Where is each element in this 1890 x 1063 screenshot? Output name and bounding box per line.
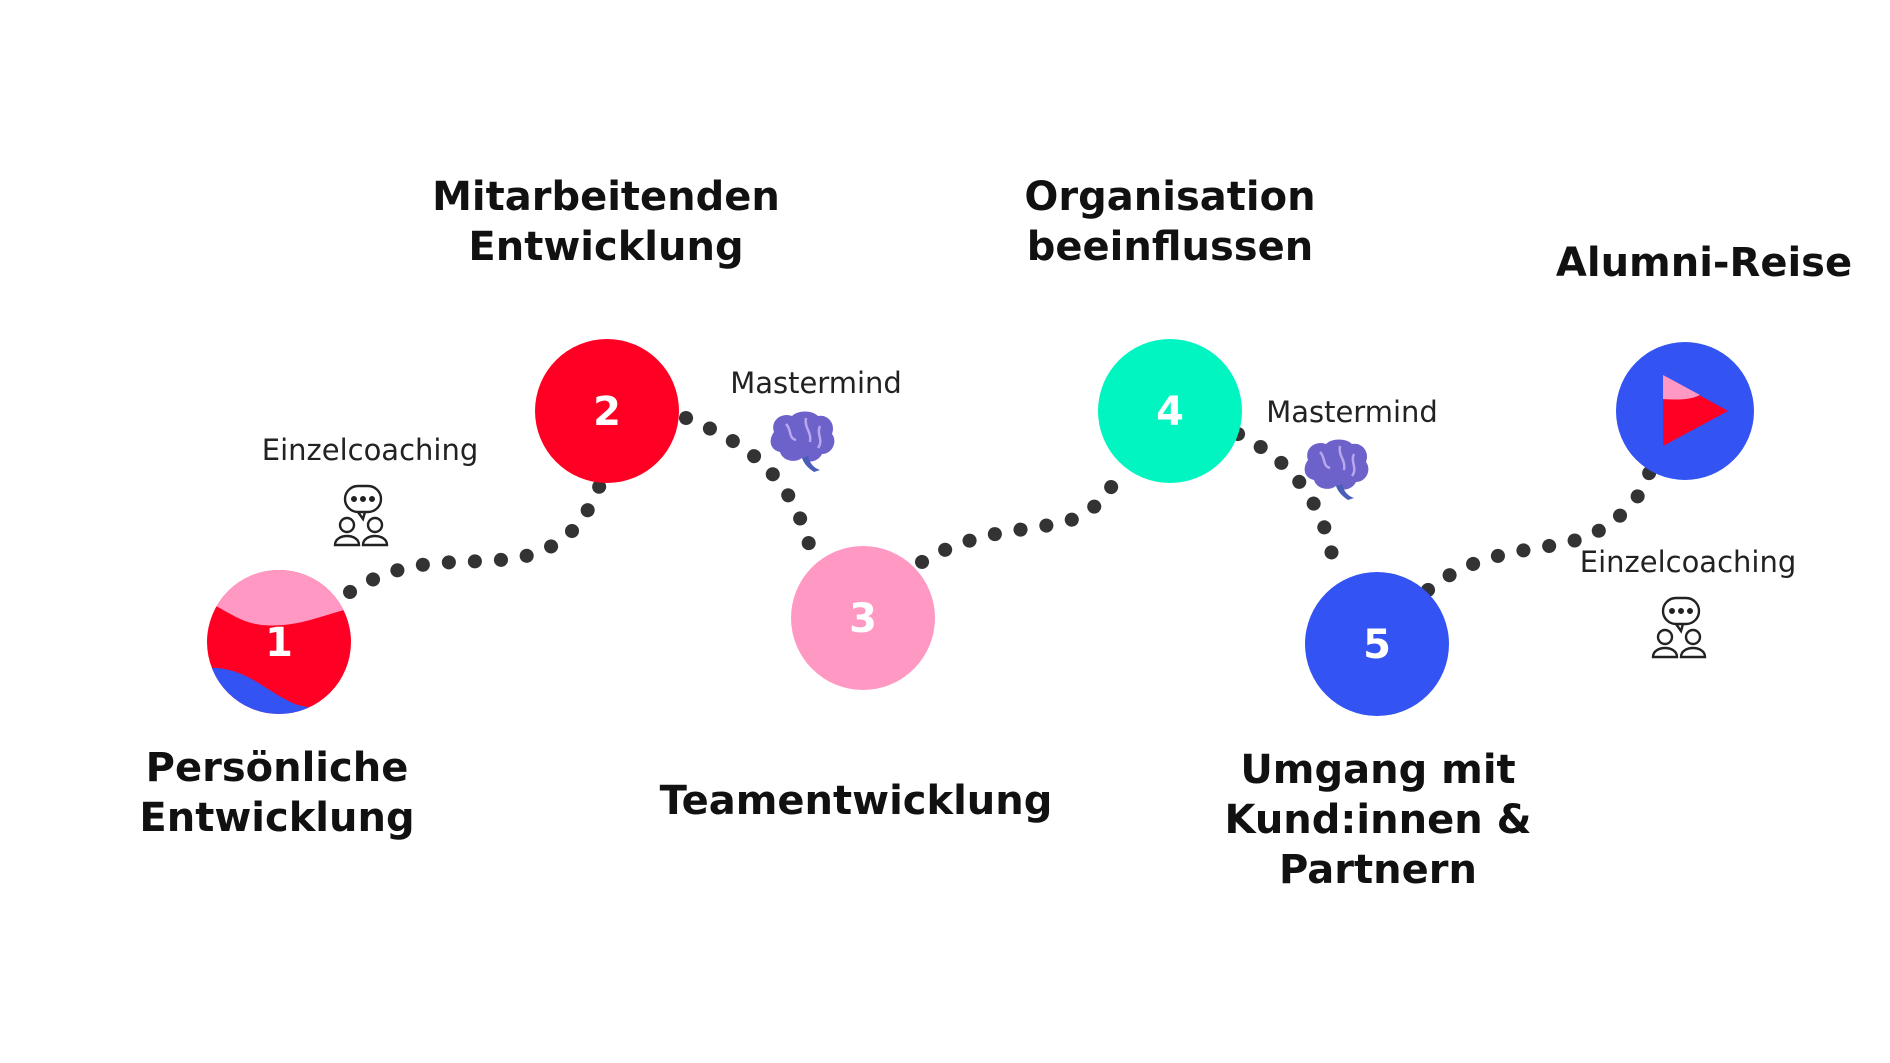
step-number: 2	[593, 389, 621, 435]
step-number: 4	[1156, 389, 1184, 435]
step-3-circle: 3	[791, 546, 935, 690]
connector-label-einzelcoaching: Einzelcoaching	[1579, 545, 1797, 579]
play-logo-icon	[1663, 375, 1728, 446]
title-line: Partnern	[1279, 847, 1477, 893]
path-segment-1-2	[343, 478, 607, 599]
title-line: Alumni-Reise	[1555, 240, 1853, 286]
title-line: Mitarbeitenden	[432, 174, 780, 220]
title-line: Persönliche	[145, 745, 409, 791]
connector-label-einzelcoaching: Einzelcoaching	[261, 433, 479, 467]
alumni-title: Alumni-Reise	[1556, 238, 1852, 288]
connector-label-mastermind: Mastermind	[1266, 395, 1438, 429]
step-4-title: Organisation beeinflussen	[1024, 172, 1315, 272]
path-segment-5-6	[1421, 463, 1657, 597]
title-line: Entwicklung	[468, 224, 744, 270]
step-number: 1	[265, 620, 293, 666]
path-segment-4-5	[1231, 427, 1342, 579]
title-line: Teamentwicklung	[659, 778, 1053, 824]
step-2-title: Mitarbeitenden Entwicklung	[432, 172, 780, 272]
step-3-title: Teamentwicklung	[660, 776, 1053, 826]
alumni-circle	[1616, 342, 1754, 480]
step-4-circle: 4	[1098, 339, 1242, 483]
step-1-circle: 1	[207, 570, 351, 714]
title-line: beeinflussen	[1026, 224, 1314, 270]
step-number: 3	[849, 596, 877, 642]
title-line: Kund:innen &	[1224, 797, 1532, 843]
brain-icon	[1304, 439, 1369, 500]
path-segment-2-3	[679, 411, 817, 555]
step-1-title: Persönliche Entwicklung	[139, 743, 414, 843]
path-segment-3-4	[915, 461, 1127, 569]
step-number: 5	[1363, 622, 1391, 668]
brain-icon	[770, 411, 835, 472]
title-line: Umgang mit	[1240, 747, 1516, 793]
title-line: Organisation	[1024, 174, 1316, 220]
step-5-title: Umgang mit Kund:innen & Partnern	[1225, 745, 1532, 895]
step-5-circle: 5	[1305, 572, 1449, 716]
coaching-people-icon	[1651, 596, 1707, 659]
step-2-circle: 2	[535, 339, 679, 483]
coaching-people-icon	[333, 484, 389, 547]
title-line: Entwicklung	[139, 795, 415, 841]
connector-label-mastermind: Mastermind	[730, 366, 902, 400]
